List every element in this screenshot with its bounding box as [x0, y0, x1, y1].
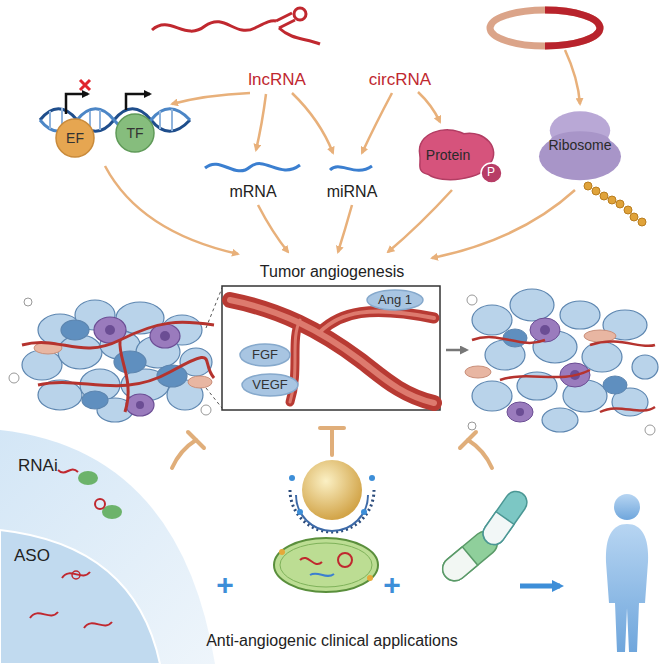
factor-circle: TF: [115, 113, 155, 153]
protein-blob: ProteinP: [411, 127, 499, 183]
factor-ellipse: VEGF: [241, 373, 299, 397]
node-text: Ang 1: [378, 293, 412, 308]
node-text: ASO: [14, 546, 50, 566]
node-text: FGF: [252, 348, 278, 363]
node-text: P: [487, 166, 495, 180]
center-label: Tumor angiogenesis: [260, 263, 404, 281]
therapy-band: RNAiASO: [0, 430, 215, 664]
rna-label: miRNA: [327, 183, 378, 201]
factor-ellipse: FGF: [239, 343, 291, 367]
node-text: TF: [126, 125, 143, 141]
node-text: VEGF: [252, 378, 287, 393]
rna-label: lncRNA: [248, 70, 306, 90]
node-text: EF: [66, 130, 84, 146]
node-text: Protein: [426, 147, 470, 163]
factor-circle: EF: [55, 118, 95, 158]
factor-ellipse: Ang 1: [366, 289, 424, 311]
node-text: Ribosome: [548, 137, 611, 153]
caption-label: Anti-angiogenic clinical applications: [206, 632, 458, 650]
therapy-band: ASO: [0, 530, 160, 664]
plus-sign: +: [216, 568, 234, 603]
rna-label: mRNA: [229, 183, 276, 201]
plus-sign: +: [383, 568, 401, 603]
ribosome-shape: Ribosome: [538, 109, 622, 181]
rna-label: circRNA: [369, 70, 431, 90]
node-text: RNAi: [18, 456, 58, 476]
phospho-circle: P: [480, 162, 503, 184]
